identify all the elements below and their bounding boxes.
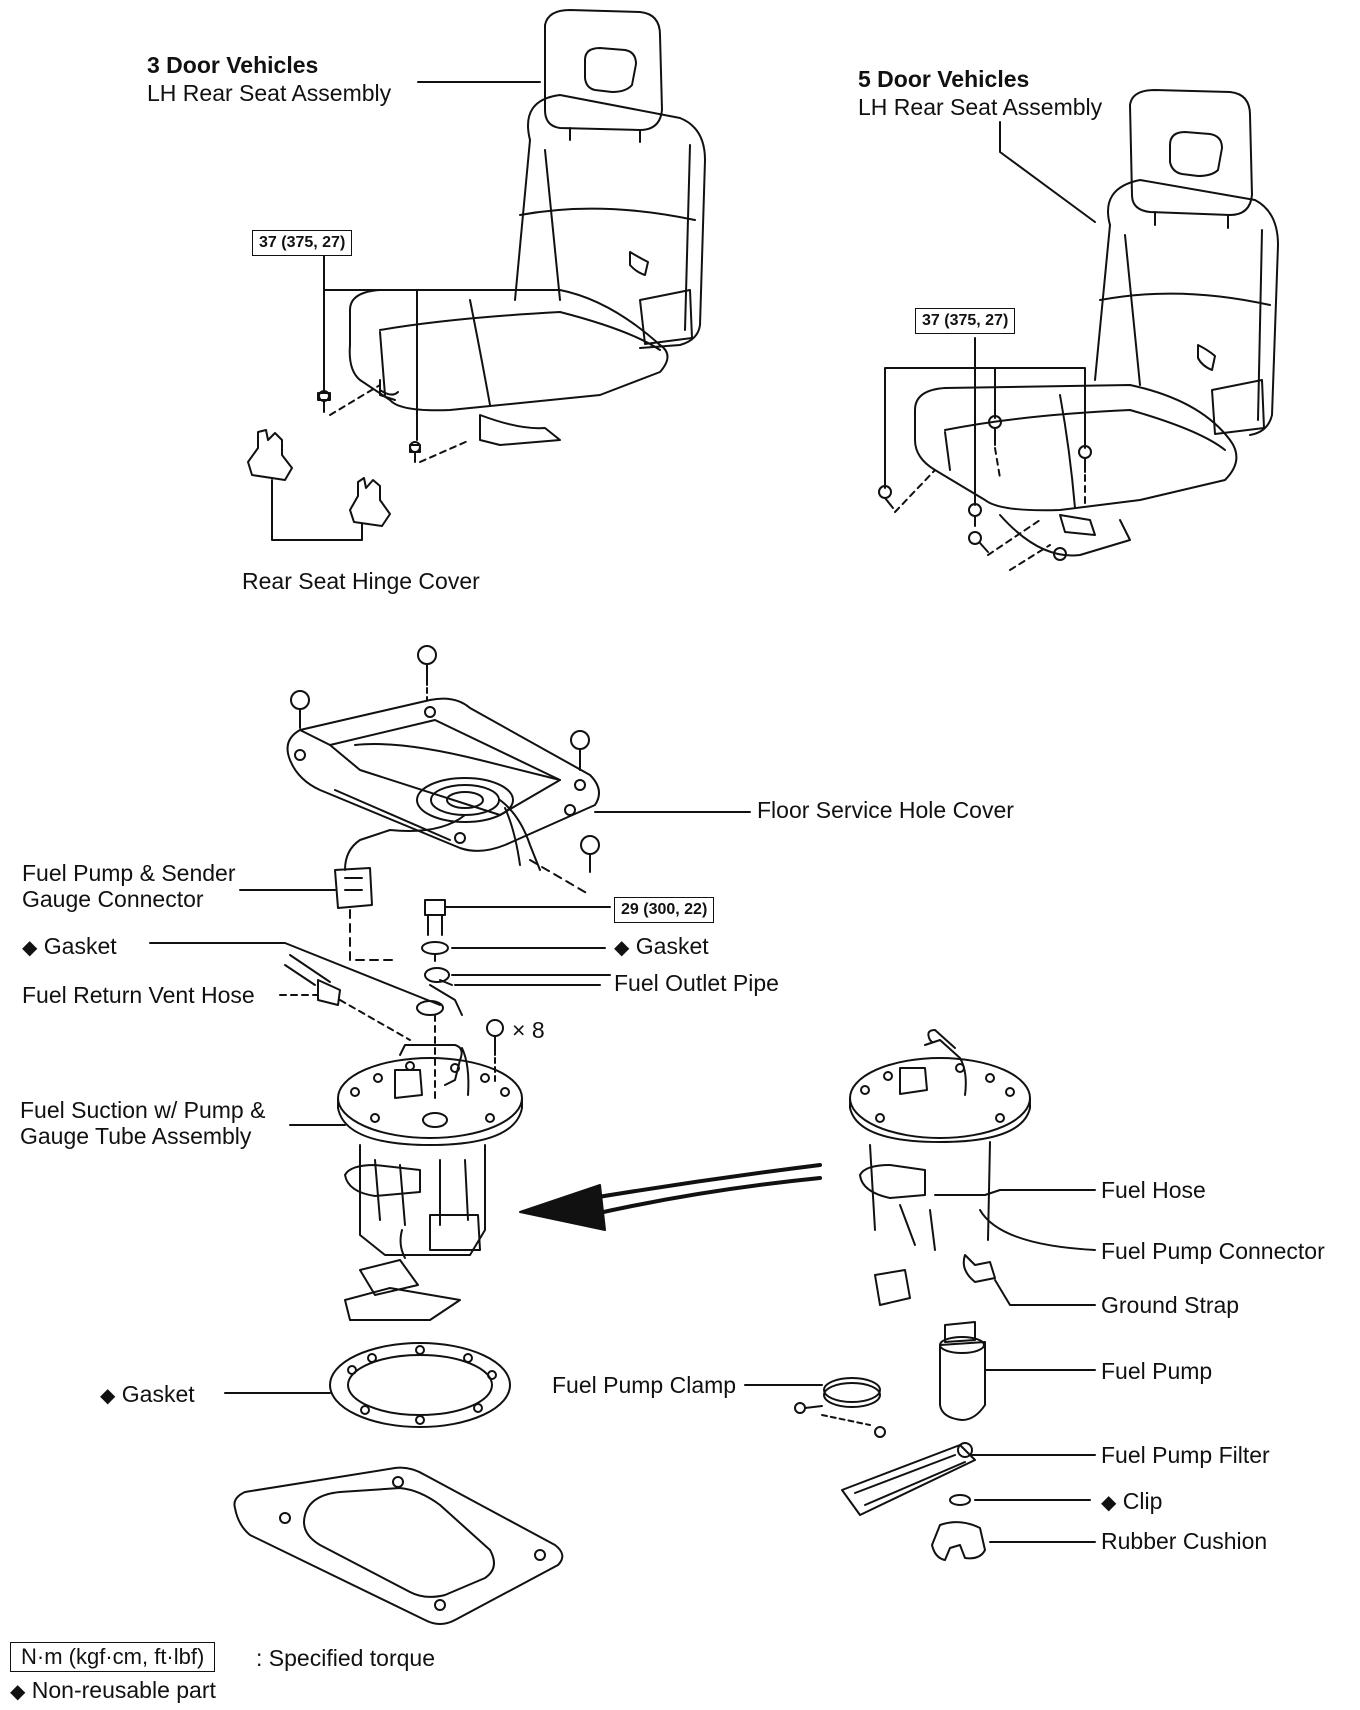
label-connector-line2: Gauge Connector	[22, 886, 204, 912]
label-suction-line2: Gauge Tube Assembly	[20, 1123, 252, 1149]
label-fuel-pump: Fuel Pump	[1101, 1358, 1213, 1384]
label-return-hose: Fuel Return Vent Hose	[22, 982, 255, 1008]
label-hinge-cover: Rear Seat Hinge Cover	[242, 568, 480, 594]
label-3door-seat: LH Rear Seat Assembly	[147, 80, 392, 106]
legend-torque-desc: : Specified torque	[256, 1645, 436, 1671]
nonreusable-icon: ◆	[100, 1385, 116, 1407]
seat-3door-drawing	[247, 9, 706, 541]
label-pump-clamp: Fuel Pump Clamp	[552, 1372, 737, 1398]
label-outlet-pipe: Fuel Outlet Pipe	[614, 970, 779, 996]
seat-5door-drawing	[878, 89, 1279, 571]
legend-torque-unit: N·m (kgf·cm, ft·lbf)	[10, 1642, 216, 1672]
label-fuel-hose: Fuel Hose	[1101, 1177, 1206, 1203]
suction-assembly-left	[289, 1044, 523, 1321]
suction-assembly-right	[744, 1029, 1096, 1561]
label-ground-strap: Ground Strap	[1101, 1292, 1240, 1318]
label-5door-seat: LH Rear Seat Assembly	[858, 94, 1103, 120]
label-pump-connector: Fuel Pump Connector	[1101, 1238, 1325, 1264]
label-5door-title: 5 Door Vehicles	[858, 66, 1030, 92]
torque-seat-3door: 37 (375, 27)	[252, 230, 353, 256]
direction-arrow	[519, 1163, 822, 1231]
label-floor-cover: Floor Service Hole Cover	[757, 797, 1014, 823]
label-gasket-right: ◆ Gasket	[614, 933, 709, 959]
torque-seat-5door: 37 (375, 27)	[915, 308, 1016, 334]
tank-gasket-drawing	[224, 1342, 511, 1428]
outlet-pipe-drawing	[149, 899, 611, 1101]
nonreusable-icon: ◆	[10, 1681, 26, 1703]
label-3door-title: 3 Door Vehicles	[147, 52, 319, 78]
legend-nonreusable: ◆ Non-reusable part	[10, 1677, 216, 1703]
label-clip: ◆ Clip	[1101, 1488, 1163, 1514]
nonreusable-icon: ◆	[1101, 1492, 1117, 1514]
label-connector-line1: Fuel Pump & Sender	[22, 860, 236, 886]
torque-outlet-pipe: 29 (300, 22)	[614, 897, 715, 923]
tank-plate-drawing	[233, 1466, 564, 1625]
nonreusable-icon: ◆	[614, 937, 630, 959]
label-rubber-cushion: Rubber Cushion	[1101, 1528, 1268, 1554]
label-pump-filter: Fuel Pump Filter	[1101, 1442, 1270, 1468]
label-suction-line1: Fuel Suction w/ Pump &	[20, 1097, 266, 1123]
floor-cover-drawing	[239, 645, 751, 961]
label-gasket-bottom: ◆ Gasket	[100, 1381, 195, 1407]
nonreusable-icon: ◆	[22, 937, 38, 959]
label-gasket-left: ◆ Gasket	[22, 933, 117, 959]
label-bolt-count: × 8	[512, 1017, 545, 1043]
